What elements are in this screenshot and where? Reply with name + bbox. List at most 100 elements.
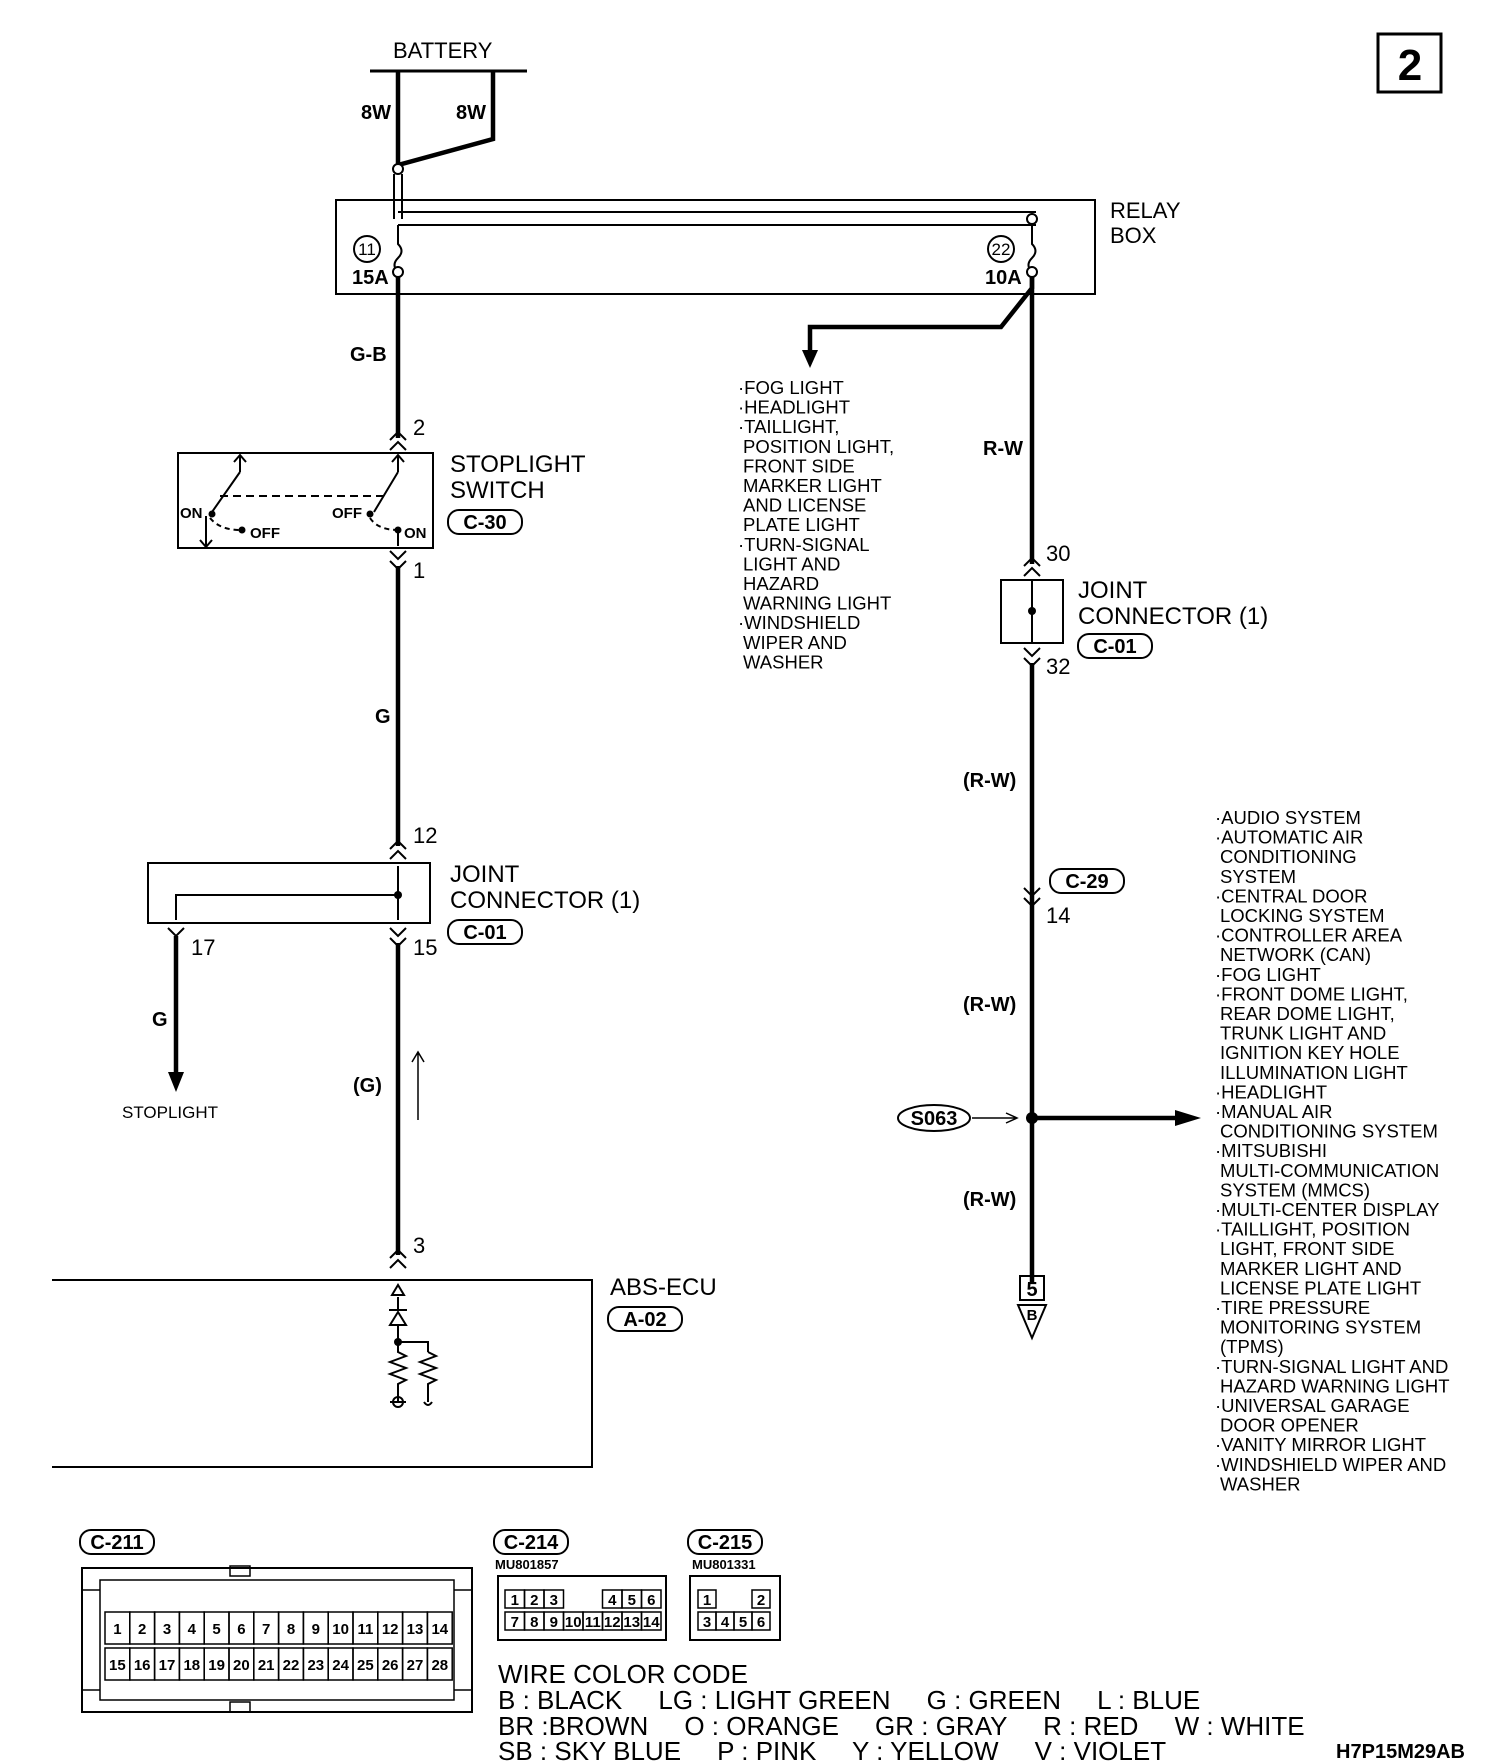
relay-branch-item: ·TURN-SIGNAL	[738, 534, 870, 555]
abs-ecu-body	[52, 1279, 593, 1468]
splice-branch-item: ·CENTRAL DOOR	[1215, 885, 1367, 906]
connector-c214-label-badge	[493, 1529, 569, 1555]
splice-branch-item: ·MITSUBISHI	[1215, 1140, 1327, 1161]
pin-12: 12	[413, 823, 437, 848]
splice-branch-item: TRUNK LIGHT AND	[1220, 1023, 1386, 1044]
wire-color-code-line-3: SB : SKY BLUE P : PINK Y : YELLOW V : VI…	[498, 1736, 1166, 1764]
ref-box	[1019, 1275, 1045, 1301]
connector-pin-number: 9	[550, 1614, 558, 1631]
fuse-11-number: 11	[358, 240, 376, 259]
connector-pin-number: 12	[382, 1621, 399, 1638]
connector-c29-marker	[1023, 887, 1041, 908]
connector-pin-number: 1	[511, 1592, 519, 1609]
connector-pin-cell	[426, 1611, 453, 1645]
wire-label-g: G	[375, 706, 391, 728]
fuse-22-number: 22	[992, 240, 1011, 259]
connector-a02: A-02	[623, 1309, 666, 1331]
pin-3-marker	[389, 1248, 407, 1269]
splice-branch-item: ·VANITY MIRROR LIGHT	[1215, 1434, 1426, 1455]
wire-label-g-stoplight: G	[152, 1009, 168, 1031]
stoplight-label: STOPLIGHT	[122, 1103, 218, 1122]
connector-pin-number: 4	[608, 1592, 617, 1609]
splice-branch-item: ·UNIVERSAL GARAGE	[1215, 1395, 1410, 1416]
connector-pin-number: 26	[382, 1657, 399, 1674]
connector-c214-label: C-214	[504, 1532, 559, 1554]
connector-pin-number: 8	[287, 1621, 295, 1638]
splice-pointer	[972, 1112, 1019, 1124]
connector-pin-number: 1	[113, 1621, 121, 1638]
splice-branch-item: LOCKING SYSTEM	[1220, 905, 1384, 926]
relay-branch-item: ·TAILLIGHT,	[738, 416, 839, 437]
joint-connector-right-label-2: CONNECTOR (1)	[1078, 603, 1268, 630]
connector-c30: C-30	[463, 512, 506, 534]
relay-branch-item: AND LICENSE	[743, 495, 866, 516]
wire-label-r-w-paren-2: (R-W)	[963, 994, 1016, 1016]
splice-label: S063	[911, 1108, 958, 1130]
relay-branch-item: ·FOG LIGHT	[738, 377, 844, 398]
splice-branch-item: ·MULTI-CENTER DISPLAY	[1215, 1199, 1439, 1220]
relay-branch-item: LIGHT AND	[743, 553, 840, 574]
splice-branch-item: LIGHT, FRONT SIDE	[1220, 1238, 1394, 1259]
pin-2-marker	[389, 430, 407, 451]
splice-branch-list: ·AUDIO SYSTEM·AUTOMATIC AIRCONDITIONINGS…	[1215, 807, 1450, 1494]
connector-pin-number: 3	[163, 1621, 171, 1638]
relay-branch-item: ·HEADLIGHT	[738, 397, 850, 418]
connector-pin-cell	[640, 1611, 662, 1631]
splice-branch-item: MONITORING SYSTEM	[1220, 1317, 1421, 1338]
switch-off-path-right	[369, 517, 399, 531]
splice-branch-item: MULTI-COMMUNICATION	[1220, 1160, 1439, 1181]
connector-pin-number: 3	[703, 1614, 711, 1631]
splice-branch-item: ·TIRE PRESSURE	[1215, 1297, 1370, 1318]
connector-pin-number: 3	[550, 1592, 558, 1609]
connector-pin-number: 5	[628, 1592, 636, 1609]
splice-branch-item: WASHER	[1220, 1473, 1301, 1494]
page-number-box	[1376, 32, 1443, 94]
splice-branch-item: ILLUMINATION LIGHT	[1220, 1062, 1408, 1083]
connector-c29-badge	[1049, 868, 1125, 894]
splice-branch-arrow	[1175, 1110, 1201, 1126]
ref-box-number: 5	[1026, 1279, 1037, 1301]
connector-c215-label-badge	[687, 1529, 763, 1555]
splice-branch-item: MARKER LIGHT AND	[1220, 1258, 1402, 1279]
relay-branch-item: WASHER	[743, 651, 824, 672]
relay-branch-item: WARNING LIGHT	[743, 593, 891, 614]
fuse-11-circle	[353, 235, 381, 263]
connector-a02-badge	[607, 1306, 683, 1332]
connector-c01-left-badge	[447, 919, 523, 945]
pin-30-marker	[1023, 556, 1041, 577]
splice-branch-item: ·TURN-SIGNAL LIGHT AND	[1215, 1356, 1448, 1377]
connector-pin-number: 4	[721, 1614, 730, 1631]
connector-pin-number: 16	[134, 1657, 151, 1674]
pin-1: 1	[413, 558, 425, 583]
connector-pin-cell	[426, 1647, 453, 1681]
relay-branch-item: HAZARD	[743, 573, 819, 594]
fuse-22-symbol	[1027, 224, 1037, 273]
battery-label: BATTERY	[393, 38, 493, 63]
switch-left-contact	[199, 453, 247, 548]
ref-box-letter: B	[1027, 1307, 1038, 1324]
connector-c211-label-badge	[79, 1529, 155, 1555]
joint-connector-left-node	[394, 891, 402, 899]
figure-code: H7P15M29AB	[1336, 1741, 1465, 1763]
fusible-link-terminal	[392, 163, 404, 175]
splice-branch-item: IGNITION KEY HOLE	[1220, 1042, 1400, 1063]
joint-connector-right-node	[1028, 607, 1036, 615]
joint-connector-left-label-2: CONNECTOR (1)	[450, 887, 640, 914]
connector-pin-number: 15	[109, 1657, 126, 1674]
connector-c215-label: C-215	[698, 1532, 752, 1554]
ref-box-arrow	[1016, 1304, 1048, 1341]
splice-branch-item: SYSTEM (MMCS)	[1220, 1179, 1370, 1200]
fuse-11-symbol	[393, 225, 403, 273]
splice-branch-item: ·AUTOMATIC AIR	[1215, 827, 1363, 848]
connector-pin-number: 13	[407, 1621, 424, 1638]
connector-pin-number: 9	[312, 1621, 320, 1638]
pin-30: 30	[1046, 541, 1070, 566]
fuse-11-terminal	[392, 266, 404, 278]
joint-connector-left-body	[147, 862, 431, 924]
connector-c01-right: C-01	[1093, 636, 1136, 658]
stoplight-arrow	[168, 1072, 184, 1092]
connector-pin-number: 4	[188, 1621, 197, 1638]
joint-connector-left-bus	[175, 866, 399, 920]
pin-17: 17	[191, 935, 215, 960]
wire-label-r-w: R-W	[983, 438, 1023, 460]
